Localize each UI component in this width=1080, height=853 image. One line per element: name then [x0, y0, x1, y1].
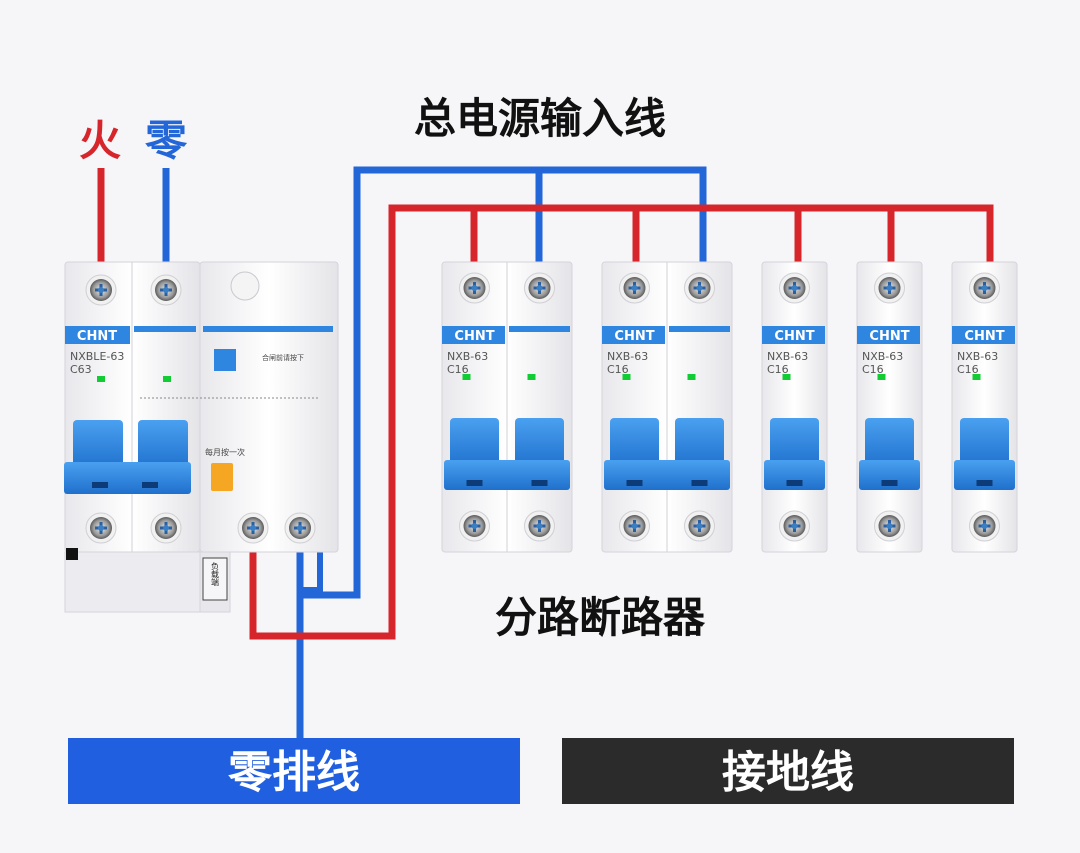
branch-breaker-model: NXB-63	[957, 350, 998, 363]
neutral-output-stub	[300, 548, 323, 593]
branch-breakers-label: 分路断路器	[495, 593, 706, 642]
branch-breaker-handle[interactable]	[865, 418, 914, 468]
branch-breaker-rating: C16	[957, 363, 979, 376]
branch-breaker-handle[interactable]	[610, 418, 659, 468]
branch-breaker-brand: CHNT	[964, 329, 1004, 344]
neutral-bar	[68, 738, 520, 804]
branch-breaker-brand: CHNT	[614, 329, 654, 344]
live-distribution-wire	[249, 204, 994, 640]
main-input-label: 总电源输入线	[414, 94, 666, 143]
main-breaker[interactable]: CHNT NXBLE-63 C63 合闸前请按下 每月按一次 负载端	[64, 261, 339, 613]
main-breaker-handle[interactable]	[73, 420, 123, 470]
branch-breaker-handle[interactable]	[450, 418, 499, 468]
branch-breaker-rating: C16	[862, 363, 884, 376]
main-breaker-rating: C63	[70, 363, 92, 376]
branch-breaker-rating: C16	[447, 363, 469, 376]
branch-breaker-brand: CHNT	[869, 329, 909, 344]
main-leakage-note: 合闸前请按下	[262, 353, 304, 362]
live-label: 火	[79, 116, 121, 165]
main-test-note: 每月按一次	[205, 447, 245, 457]
neutral-label: 零	[145, 116, 188, 165]
branch-breaker-model: NXB-63	[767, 350, 808, 363]
branch-breaker-rating: C16	[607, 363, 629, 376]
neutral-bar-label: 零排线	[228, 747, 360, 798]
branch-breaker-rating: C16	[767, 363, 789, 376]
ground-bar-label: 接地线	[722, 747, 854, 798]
branch-breaker-model: NXB-63	[607, 350, 648, 363]
branch-breakers: CHNTNXB-63C16CHNTNXB-63C16CHNTNXB-63C16C…	[441, 261, 1018, 553]
ground-bar	[562, 738, 1014, 804]
branch-breaker-handle[interactable]	[515, 418, 564, 468]
main-breaker-brand: CHNT	[77, 329, 117, 344]
wires	[97, 166, 994, 740]
branch-breaker-brand: CHNT	[454, 329, 494, 344]
main-breaker-model: NXBLE-63	[70, 350, 124, 363]
branch-breaker-handle[interactable]	[770, 418, 819, 468]
branch-breaker-handle[interactable]	[960, 418, 1009, 468]
main-load-side-tag: 负载端	[211, 561, 220, 587]
branch-breaker-handle[interactable]	[675, 418, 724, 468]
test-button[interactable]	[211, 463, 233, 491]
branch-breaker-model: NXB-63	[862, 350, 903, 363]
branch-breaker-model: NXB-63	[447, 350, 488, 363]
branch-breaker-brand: CHNT	[774, 329, 814, 344]
